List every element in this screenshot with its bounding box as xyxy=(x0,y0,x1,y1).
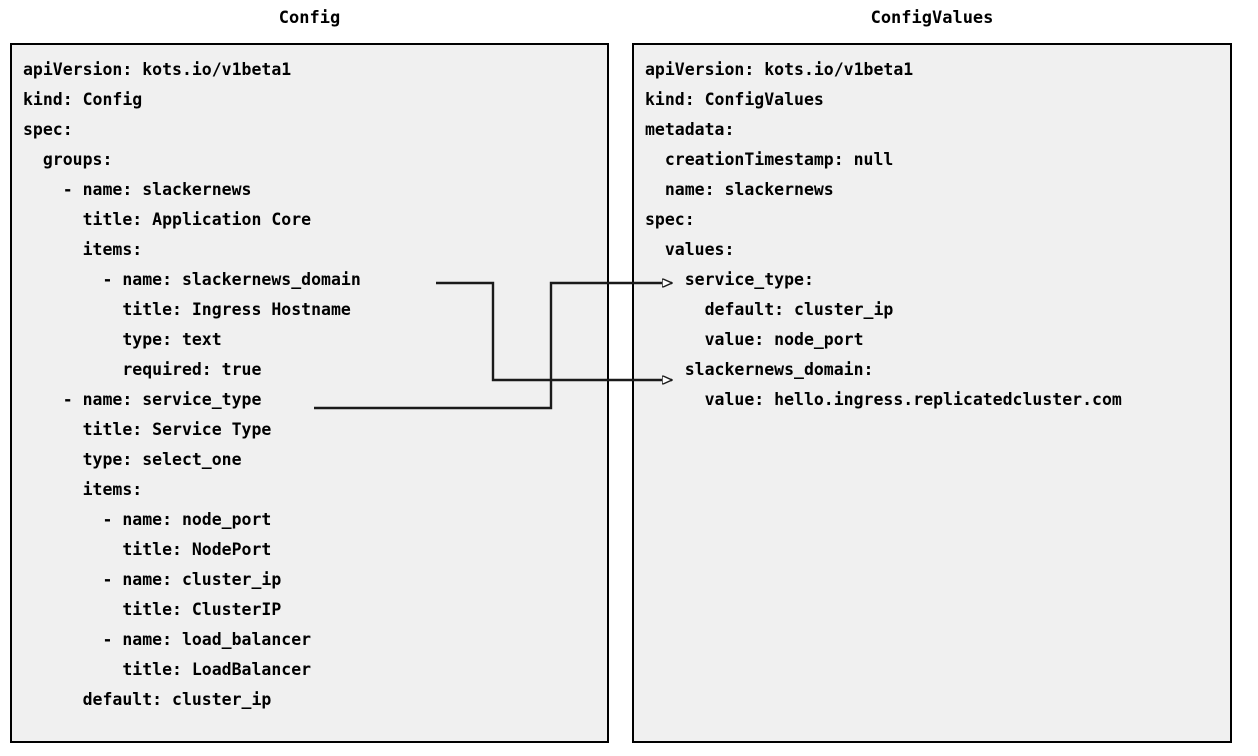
config-line-7: - name: slackernews_domain xyxy=(23,270,361,289)
config-line-5: title: Application Core xyxy=(23,210,312,229)
configvalues-yaml-block: apiVersion: kots.io/v1beta1 kind: ConfigV… xyxy=(634,45,1122,415)
config-line-8: title: Ingress Hostname xyxy=(23,300,351,319)
config-panel: apiVersion: kots.io/v1beta1 kind: Config s… xyxy=(10,43,609,743)
configvalues-line-0: apiVersion: kots.io/v1beta1 xyxy=(645,60,914,79)
config-line-1: kind: Config xyxy=(23,90,143,109)
configvalues-panel: apiVersion: kots.io/v1beta1 kind: ConfigV… xyxy=(632,43,1232,743)
config-line-0: apiVersion: kots.io/v1beta1 xyxy=(23,60,292,79)
config-line-9: type: text xyxy=(23,330,222,349)
config-line-12: title: Service Type xyxy=(23,420,272,439)
config-line-4: - name: slackernews xyxy=(23,180,252,199)
configvalues-line-11: value: hello.ingress.replicatedcluster.c… xyxy=(645,390,1122,409)
config-line-19: - name: load_balancer xyxy=(23,630,312,649)
configvalues-line-6: values: xyxy=(645,240,735,259)
panel-title-configvalues: ConfigValues xyxy=(870,8,994,28)
config-line-20: title: LoadBalancer xyxy=(23,660,312,679)
panel-title-config: Config xyxy=(278,8,341,28)
configvalues-line-4: name: slackernews xyxy=(645,180,834,199)
config-line-11: - name: service_type xyxy=(23,390,262,409)
configvalues-line-8: default: cluster_ip xyxy=(645,300,894,319)
config-line-16: title: NodePort xyxy=(23,540,272,559)
configvalues-line-2: metadata: xyxy=(645,120,735,139)
configvalues-line-9: value: node_port xyxy=(645,330,864,349)
config-line-13: type: select_one xyxy=(23,450,242,469)
configvalues-line-10: slackernews_domain: xyxy=(645,360,874,379)
config-line-6: items: xyxy=(23,240,143,259)
config-line-14: items: xyxy=(23,480,143,499)
configvalues-line-5: spec: xyxy=(645,210,695,229)
config-line-21: default: cluster_ip xyxy=(23,690,272,709)
config-line-18: title: ClusterIP xyxy=(23,600,282,619)
config-yaml-block: apiVersion: kots.io/v1beta1 kind: Config s… xyxy=(12,45,361,715)
config-line-15: - name: node_port xyxy=(23,510,272,529)
config-line-17: - name: cluster_ip xyxy=(23,570,282,589)
configvalues-line-3: creationTimestamp: null xyxy=(645,150,894,169)
config-line-10: required: true xyxy=(23,360,262,379)
configvalues-line-1: kind: ConfigValues xyxy=(645,90,824,109)
config-line-2: spec: xyxy=(23,120,73,139)
config-line-3: groups: xyxy=(23,150,113,169)
configvalues-line-7: service_type: xyxy=(645,270,814,289)
